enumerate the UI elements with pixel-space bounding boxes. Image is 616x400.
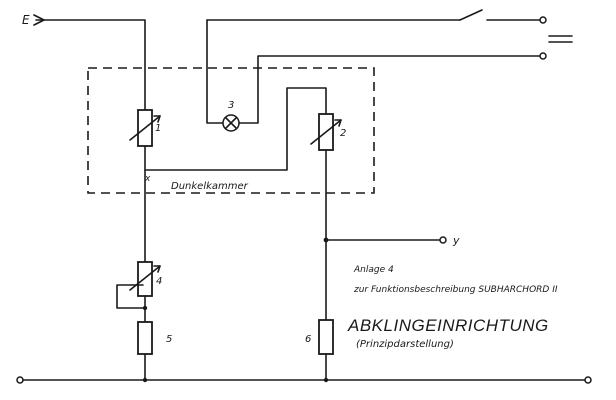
terminal-lamp-supply xyxy=(539,52,547,60)
label-resistor-1: 1 xyxy=(155,123,161,134)
dark-chamber-boundary xyxy=(87,67,375,194)
terminal-ground-left xyxy=(16,376,24,384)
diagram-subtitle: (Prinzipdarstellung) xyxy=(356,339,454,350)
diagram-title: ABKLINGEINRICHTUNG xyxy=(347,316,549,335)
wire-lamp-left xyxy=(206,19,224,124)
resistor-6 xyxy=(318,319,334,355)
resistor-5 xyxy=(137,321,153,355)
terminal-output-y xyxy=(439,236,447,244)
label-resistor-5: 5 xyxy=(166,334,172,345)
annex-line-1: Anlage 4 xyxy=(353,265,394,275)
variable-arrowhead-4-icon xyxy=(153,265,161,273)
variable-arrow-4-icon xyxy=(129,265,161,291)
label-resistor-2: 2 xyxy=(340,128,346,139)
junction-ground-left xyxy=(142,377,148,383)
label-node-x: x xyxy=(144,174,151,184)
label-lamp-3: 3 xyxy=(228,100,234,111)
label-output-y: y xyxy=(452,234,460,247)
wire-input-e xyxy=(35,19,146,111)
lamp-cross-icon xyxy=(224,116,238,130)
variable-arrowhead-2-icon xyxy=(334,119,342,127)
junction-ground-right xyxy=(323,377,329,383)
label-resistor-6: 6 xyxy=(305,334,311,345)
label-dark-chamber: Dunkelkammer xyxy=(171,181,249,192)
wiper-loop-4 xyxy=(116,284,146,309)
junction-r4-r5 xyxy=(142,305,148,311)
variable-arrow-1-icon xyxy=(129,115,161,141)
wire-lamp-right xyxy=(238,55,541,124)
wire-node-x-to-r2 xyxy=(144,87,327,171)
input-arrow-icon xyxy=(33,14,45,26)
variable-arrow-2-icon xyxy=(310,119,342,145)
terminal-switch xyxy=(539,16,547,24)
variable-arrowhead-1-icon xyxy=(153,115,161,123)
annex-line-2: zur Funktionsbeschreibung SUBHARCHORD II xyxy=(353,285,558,295)
label-input-e: E xyxy=(22,13,30,27)
terminal-ground-right xyxy=(584,376,592,384)
switch-blade xyxy=(459,9,483,21)
dc-supply-icon xyxy=(548,35,573,43)
label-resistor-4: 4 xyxy=(156,276,162,287)
